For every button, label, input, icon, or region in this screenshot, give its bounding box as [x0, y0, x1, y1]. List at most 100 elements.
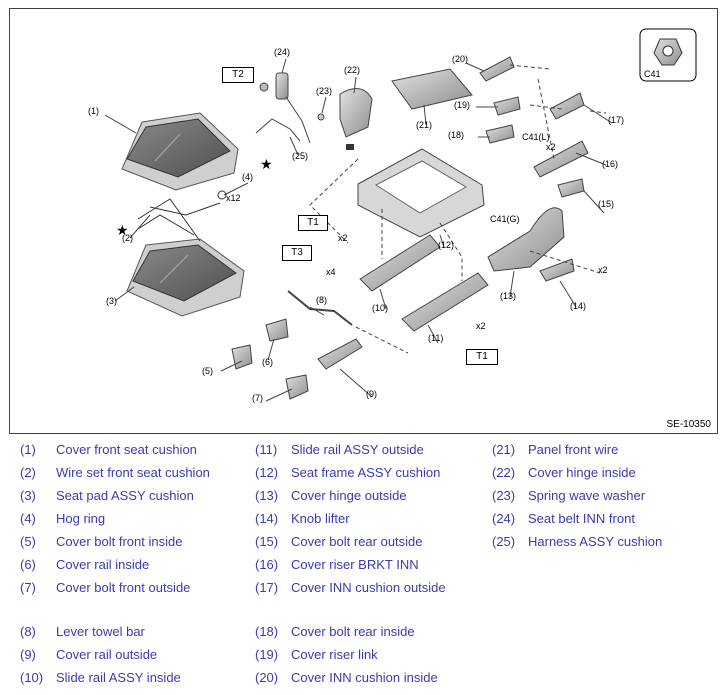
legend-item: (23)Spring wave washer [492, 488, 645, 503]
legend-item-name: Cover bolt front outside [56, 580, 191, 595]
label-16: (16) [602, 159, 618, 169]
legend-item: (22) Cover hinge inside [492, 465, 636, 480]
label-3: (3) [106, 296, 117, 306]
legend-item: (18)Cover bolt rear inside [255, 624, 415, 639]
legend-item: (13)Cover hinge outside [255, 488, 407, 503]
legend-item-number: (3) [20, 488, 36, 503]
panel-front-wire-part [391, 68, 473, 110]
label-12: (12) [438, 240, 454, 250]
seat-belt-part [259, 72, 311, 144]
legend-item-name: Seat frame ASSY cushion [291, 465, 441, 480]
legend-item: (21) Panel front wire [492, 442, 618, 457]
label-22: (22) [344, 65, 360, 75]
legend-item-name: Panel front wire [528, 442, 619, 457]
wire-set-part [137, 198, 221, 242]
legend-item-name: Hog ring [56, 511, 106, 526]
clip-c41-g-label: C41(G) [490, 214, 520, 224]
legend-item-name: Cover riser BRKT INN [291, 557, 419, 572]
torque-callout-t2: T2 [222, 67, 254, 83]
cover-hinge-inside-part [339, 88, 373, 138]
slide-rail-inside-part [359, 234, 441, 292]
hog-ring-part [217, 190, 227, 200]
legend-item: (19) Cover riser link [255, 647, 378, 662]
slide-rail-outside-part [401, 272, 489, 332]
lever-towel-bar-part [287, 290, 353, 326]
legend-item-number: (17) [255, 580, 279, 595]
leader-lines [104, 58, 613, 402]
qty-x12: x12 [226, 193, 241, 203]
cover-rail-inside-part [265, 318, 289, 342]
legend-item-name: Cover riser link [291, 647, 378, 662]
legend-item-number: (24) [492, 511, 516, 526]
legend-item-name: Harness ASSY cushion [528, 534, 663, 549]
cover-hinge-outside-part [487, 207, 565, 272]
label-11: (11) [428, 333, 443, 343]
legend-item: (5)Cover bolt front inside [20, 534, 182, 549]
legend-item-number: (13) [255, 488, 279, 503]
legend-item: (9)Cover rail outside [20, 647, 157, 662]
label-25: (25) [292, 151, 308, 161]
part-labels: (1) (2) (3) (4) (5) (6) (7) (8) (9) (10)… [88, 47, 624, 403]
legend-item: (8)Lever towel bar [20, 624, 145, 639]
torque-callout-t1-b: T1 [466, 349, 498, 365]
seat-pad-part [126, 238, 245, 317]
label-20: (20) [452, 54, 468, 64]
cover-bolt-front-outside-part [285, 374, 309, 400]
legend-item-number: (16) [255, 557, 279, 572]
label-24: (24) [274, 47, 290, 57]
cover-rail-outside-part [317, 338, 363, 370]
legend-item: (15)Cover bolt rear outside [255, 534, 423, 549]
cover-bolt-rear-inside-part [485, 124, 515, 144]
legend-item-number: (6) [20, 557, 36, 572]
legend-item-name: Cover INN cushion outside [291, 580, 446, 595]
label-14: (14) [570, 301, 586, 311]
legend-item-number: (1) [20, 442, 36, 457]
torque-callout-t3: T3 [282, 245, 312, 261]
legend-item-number: (25) [492, 534, 516, 549]
legend-item-number: (20) [255, 670, 279, 685]
qty-x2-d: x2 [598, 265, 608, 275]
label-15: (15) [598, 199, 614, 209]
legend-item-number: (19) [255, 647, 279, 662]
label-1: (1) [88, 106, 99, 116]
legend-item: (11)Slide rail ASSY outside [255, 442, 424, 457]
legend-item: (7) Cover bolt front outside [20, 580, 190, 595]
legend-item-name: Cover rail outside [56, 647, 158, 662]
legend-item-number: (15) [255, 534, 279, 549]
bolt-22 [346, 144, 354, 150]
legend-item: (3) Seat pad ASSY cushion [20, 488, 194, 503]
seat-frame-part [357, 148, 485, 238]
qty-x4: x4 [326, 267, 336, 277]
legend-item-name: Cover hinge inside [528, 465, 636, 480]
legend-item-number: (21) [492, 442, 516, 457]
cover-riser-brkt-inn-part [533, 140, 589, 178]
spring-wave-washer-part [317, 113, 325, 121]
legend-item-number: (7) [20, 580, 36, 595]
cover-riser-link-part [493, 96, 521, 116]
legend-item: (12)Seat frame ASSY cushion [255, 465, 440, 480]
guide-lines [309, 64, 607, 354]
legend-item-name: Cover bolt front inside [56, 534, 183, 549]
legend-item-number: (14) [255, 511, 279, 526]
label-7: (7) [252, 393, 263, 403]
qty-x2-a: x2 [338, 233, 348, 243]
legend-item: (10)Slide rail ASSY inside [20, 670, 181, 685]
legend-item: (17) Cover INN cushion outside [255, 580, 446, 595]
legend-item-number: (10) [20, 670, 44, 685]
legend-item: (24)Seat belt INN front [492, 511, 635, 526]
qty-x2-b: x2 [476, 321, 486, 331]
cover-inn-cushion-outside-part [549, 92, 585, 120]
clip-icon: C41 [639, 28, 697, 82]
star-mark-1: ★ [260, 156, 273, 172]
legend-item-number: (2) [20, 465, 36, 480]
clip-c41-label: C41 [644, 69, 661, 79]
legend-item-name: Wire set front seat cushion [56, 465, 210, 480]
legend-item: (20)Cover INN cushion inside [255, 670, 438, 685]
legend-item-number: (22) [492, 465, 516, 480]
legend-item-name: Seat pad ASSY cushion [56, 488, 194, 503]
star-mark-2: ★ [116, 222, 129, 238]
legend-item: (25) Harness ASSY cushion [492, 534, 662, 549]
legend-item: (16) Cover riser BRKT INN [255, 557, 419, 572]
legend-item-number: (4) [20, 511, 36, 526]
diagram-code: SE-10350 [666, 419, 711, 430]
